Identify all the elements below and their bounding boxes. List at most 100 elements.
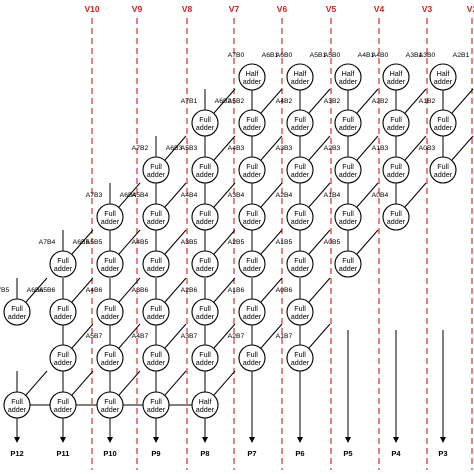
adder-circle: [142, 156, 170, 184]
adder-label-top: Full: [104, 350, 116, 359]
input-label-left: A7B5: [0, 287, 10, 294]
adder-label-top: Full: [104, 209, 116, 218]
adder-label-top: Full: [294, 304, 306, 313]
carry-wire: [356, 182, 379, 208]
wire-group: [16, 88, 474, 418]
adder-label-top: Half: [342, 69, 355, 78]
input-label-right: A6B2: [215, 98, 232, 105]
adder-label-top: Full: [57, 304, 69, 313]
adder-label-top: Full: [342, 256, 354, 265]
carry-wire: [404, 182, 427, 208]
carry-wire: [118, 370, 141, 396]
adder-circle: [382, 203, 410, 231]
adder-label-bottom: adder: [196, 123, 215, 132]
adder-label-bottom: adder: [147, 358, 166, 367]
carry-wire: [213, 323, 236, 349]
carry-wire: [260, 277, 283, 303]
adder-label-bottom: adder: [243, 358, 262, 367]
output-label: P4: [391, 449, 401, 458]
input-label-left: A1B5: [276, 239, 293, 246]
adder-label-bottom: adder: [101, 217, 120, 226]
carry-wire: [451, 135, 474, 161]
carry-wire: [451, 88, 474, 114]
adder-label-top: Full: [294, 256, 306, 265]
adder-label-bottom: adder: [8, 312, 27, 321]
adder-circle: [429, 156, 457, 184]
input-label-left: A4B3: [228, 145, 245, 152]
adder-circle: [334, 203, 362, 231]
carry-wire: [308, 182, 331, 208]
adder-label-bottom: adder: [54, 405, 73, 414]
input-label-left: A0B6: [276, 287, 293, 294]
adder-label-top: Full: [246, 209, 258, 218]
input-label-left: A2B5: [228, 239, 245, 246]
adder-label-top: Full: [246, 115, 258, 124]
vertical-label: V10: [84, 4, 99, 14]
carry-wire: [213, 182, 236, 208]
vertical-label: V7: [229, 4, 240, 14]
adder-circle: [382, 109, 410, 137]
adder-circle: [142, 298, 170, 326]
carry-wire: [164, 135, 187, 161]
carry-wire: [164, 277, 187, 303]
adder-label-bottom: adder: [243, 312, 262, 321]
adder-label-bottom: adder: [196, 217, 215, 226]
carry-wire: [164, 229, 187, 255]
input-label-left: A7B4: [39, 239, 56, 246]
carry-wire: [260, 135, 283, 161]
adder-label-top: Full: [437, 115, 449, 124]
adder-circle: [286, 109, 314, 137]
adder-circle: [286, 298, 314, 326]
adder-label-top: Full: [199, 162, 211, 171]
carry-wire: [213, 370, 236, 396]
input-label-left: A1B3: [372, 145, 389, 152]
input-label-left: A5B4: [132, 192, 149, 199]
carry-wire: [356, 135, 379, 161]
adder-label-top: Full: [150, 162, 162, 171]
adder-label-bottom: adder: [147, 405, 166, 414]
input-label-right: A6B4: [120, 192, 137, 199]
adder-label-bottom: adder: [243, 77, 262, 86]
adder-label-top: Full: [150, 350, 162, 359]
adder-label-bottom: adder: [101, 358, 120, 367]
adder-label-top: Half: [199, 397, 212, 406]
input-label-right: A6B5: [73, 239, 90, 246]
input-label-right: A2B1: [453, 52, 470, 59]
carry-wire: [404, 135, 427, 161]
input-label-left: A0B5: [324, 239, 341, 246]
carry-wire: [308, 229, 331, 255]
input-label-left: A4B7: [132, 333, 149, 340]
input-label-right: A6B6: [27, 287, 44, 294]
adder-label-bottom: adder: [196, 358, 215, 367]
vertical-label: V2: [467, 4, 474, 14]
adder-label-bottom: adder: [387, 217, 406, 226]
input-label-left: A7B2: [132, 145, 149, 152]
carry-wire: [71, 370, 94, 396]
carry-wire: [213, 135, 236, 161]
adder-label-top: Full: [246, 256, 258, 265]
carry-wire: [308, 88, 331, 114]
adder-label-top: Full: [199, 304, 211, 313]
adder-circle: [191, 203, 219, 231]
adder-label-top: Full: [104, 397, 116, 406]
carry-wire: [71, 323, 94, 349]
carry-wire: [356, 229, 379, 255]
input-label-left: A4B6: [86, 287, 103, 294]
adder-circle: [238, 203, 266, 231]
carry-wire: [164, 182, 187, 208]
